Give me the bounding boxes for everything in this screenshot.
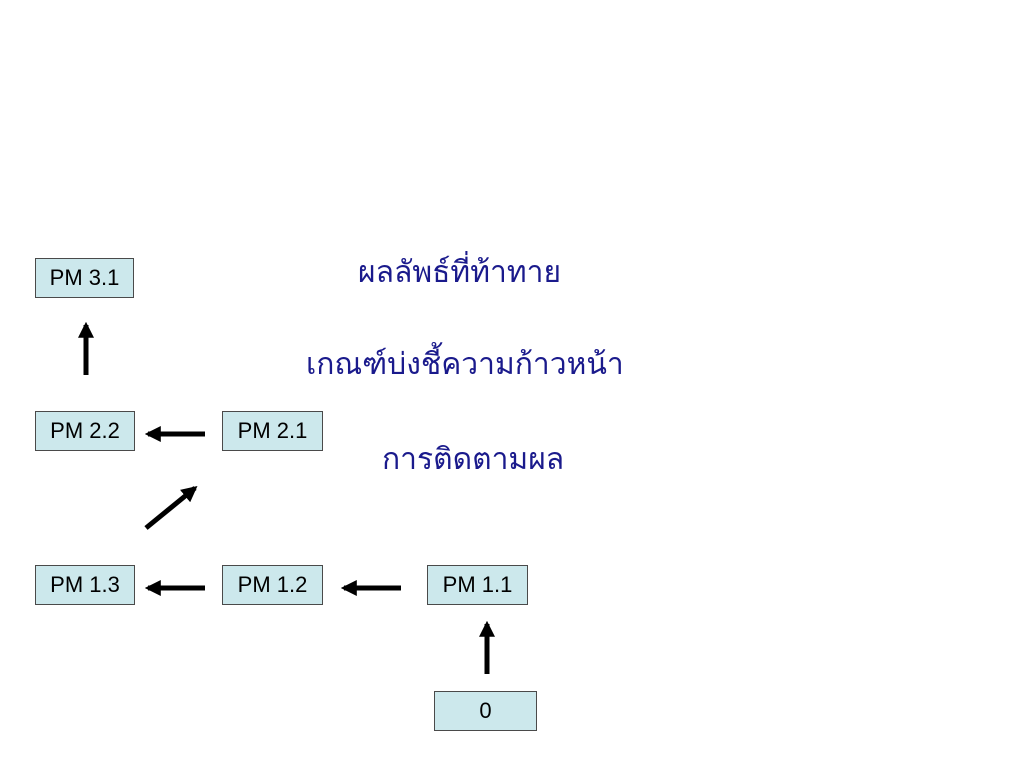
node-pm-1-1: PM 1.1 bbox=[427, 565, 528, 605]
label-monitoring: การติดตามผล bbox=[382, 442, 565, 477]
node-zero: 0 bbox=[434, 691, 537, 731]
node-pm-2-2: PM 2.2 bbox=[35, 411, 135, 451]
label-challenging-outcome: ผลลัพธ์ที่ท้าทาย bbox=[358, 255, 562, 290]
label-progress-indicator: เกณฑ์บ่งชี้ความก้าวหน้า bbox=[306, 347, 624, 382]
node-pm-3-1: PM 3.1 bbox=[35, 258, 134, 298]
node-pm-2-1: PM 2.1 bbox=[222, 411, 323, 451]
node-pm-1-2: PM 1.2 bbox=[222, 565, 323, 605]
node-pm-1-3: PM 1.3 bbox=[35, 565, 135, 605]
arrow-pm13-to-pm21 bbox=[144, 485, 198, 530]
